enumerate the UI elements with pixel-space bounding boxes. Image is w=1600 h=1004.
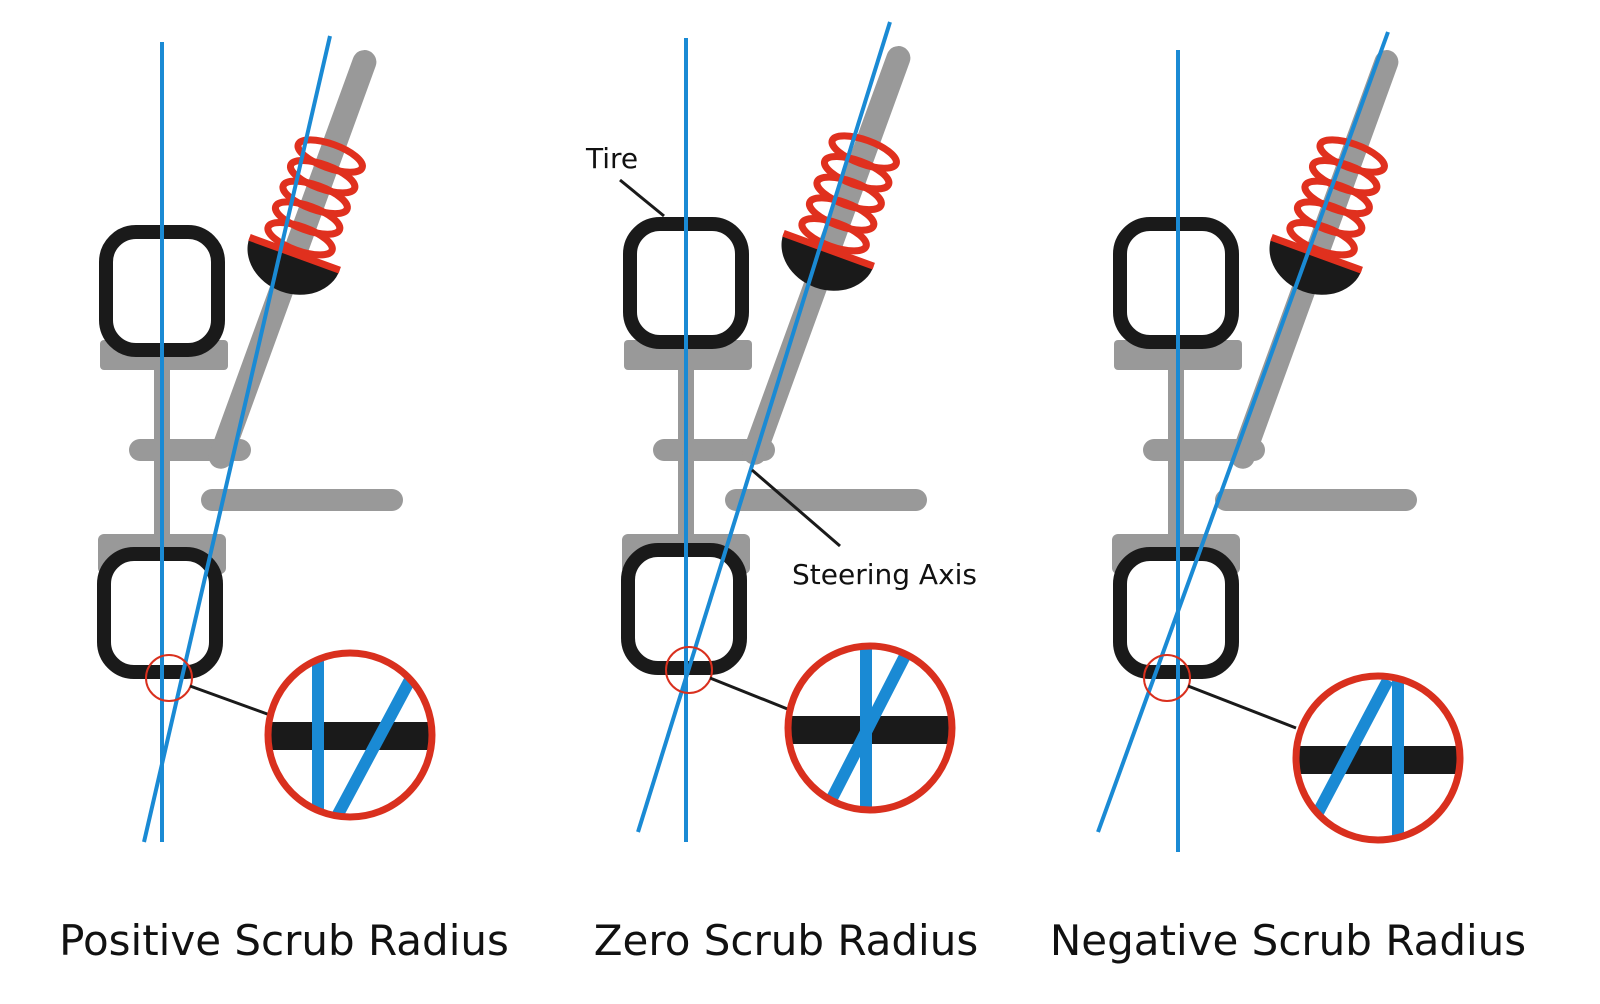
upright-shape (1112, 340, 1406, 574)
steering-axis-line (1096, 31, 1390, 833)
magnifier-leader (709, 676, 791, 712)
contact-patch-marker (1143, 654, 1191, 702)
steering-axis-callout-leader (751, 468, 841, 548)
steering-axis-label: Steering Axis (792, 558, 977, 591)
caption-zero: Zero Scrub Radius (594, 916, 978, 965)
caption-negative: Negative Scrub Radius (1050, 916, 1526, 965)
magnifier (264, 649, 436, 821)
caption-positive: Positive Scrub Radius (59, 916, 509, 965)
magnifier-leader (1187, 684, 1297, 730)
panel-negative: Negative Scrub Radius (1050, 31, 1526, 965)
contact-patch-marker (665, 646, 713, 694)
tire-callout-leader (619, 178, 665, 218)
magnifier (1292, 672, 1464, 844)
panel-positive: Positive Scrub Radius (59, 36, 509, 965)
magnifier-leader (189, 684, 271, 717)
upright-shape (622, 340, 916, 574)
magnifier (784, 642, 956, 814)
panel-zero: Tire Steering Axis Zero Scrub Radius (585, 21, 978, 965)
steering-axis-line (636, 21, 892, 833)
contact-patch-marker (145, 654, 193, 702)
tire-label: Tire (585, 142, 638, 175)
steering-axis-line (142, 35, 332, 843)
